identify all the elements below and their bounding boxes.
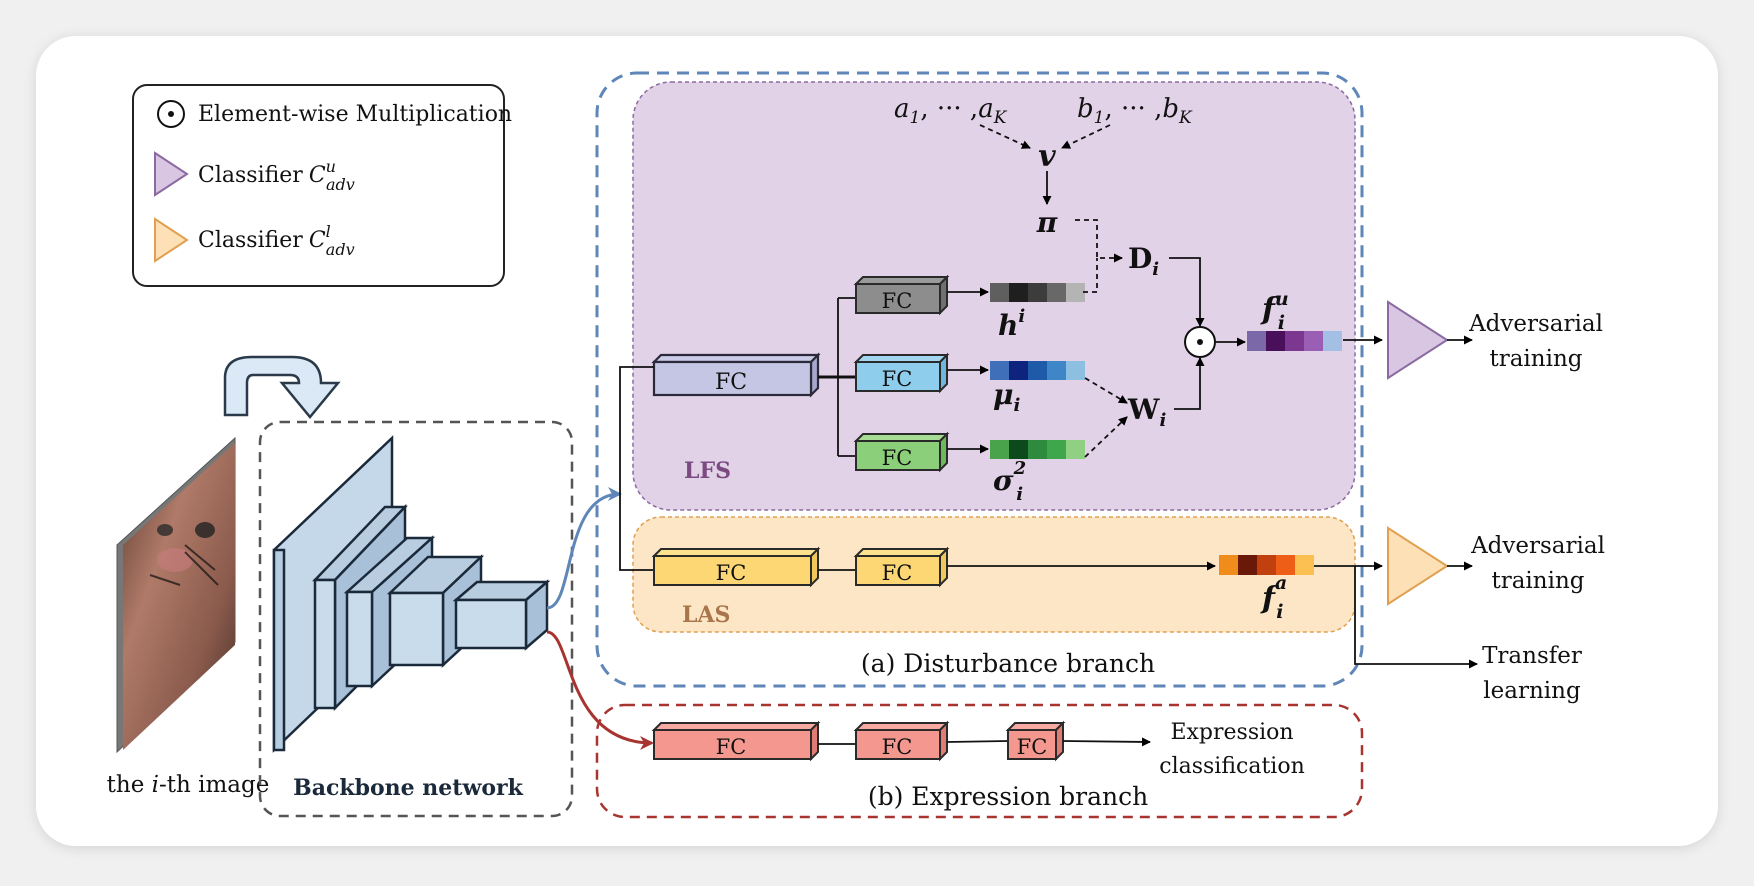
- legend-mult-label: Element-wise Multiplication: [198, 102, 512, 127]
- output-transfer-line2: learning: [1483, 678, 1581, 704]
- w-symbol: Wi: [1127, 393, 1166, 431]
- d-symbol: Di: [1128, 242, 1159, 280]
- curved-arrow-icon: [223, 355, 341, 419]
- mu-symbol: μi: [993, 378, 1021, 416]
- h-symbol: hi: [998, 306, 1025, 342]
- legend-box: [132, 84, 505, 287]
- vector-cell: [1066, 361, 1085, 380]
- disturbance-caption: (a) Disturbance branch: [861, 649, 1155, 678]
- expression-branch-box: [595, 703, 1364, 819]
- vector-cell: [1295, 555, 1314, 575]
- svg-text:FC: FC: [715, 370, 747, 395]
- purple-triangle-icon: [154, 151, 189, 197]
- output-adv-1-line1: Adversarial: [1468, 311, 1603, 337]
- vector-mu: [990, 361, 1085, 380]
- fc-las-2: FC: [853, 546, 950, 588]
- classifier-u-triangle: [1387, 300, 1449, 380]
- output-adv-2-line2: training: [1491, 568, 1584, 594]
- fc-expr-1: FC: [651, 720, 821, 762]
- vector-cell: [1247, 331, 1266, 351]
- fc-expr-2: FC: [853, 720, 950, 762]
- input-caption: the i-th image: [107, 772, 270, 798]
- classifier-l-triangle: [1387, 526, 1449, 606]
- vector-cell: [1285, 331, 1304, 351]
- vector-sigma: [990, 440, 1085, 459]
- las-label: LAS: [682, 602, 730, 628]
- svg-text:FC: FC: [882, 735, 913, 759]
- vector-cell: [1066, 283, 1085, 302]
- output-adv-1-line2: training: [1489, 346, 1582, 372]
- input-image: the i-th image: [107, 436, 270, 798]
- elementwise-mult-dot: [168, 111, 174, 117]
- vector-cell: [1276, 555, 1295, 575]
- vector-cell: [1266, 331, 1285, 351]
- vector-cell: [990, 440, 1009, 459]
- svg-text:FC: FC: [882, 367, 913, 391]
- vector-cell: [990, 361, 1009, 380]
- fc-green: FC: [853, 431, 950, 473]
- vector-cell: [1238, 555, 1257, 575]
- output-transfer-line1: Transfer: [1482, 643, 1582, 669]
- svg-text:FC: FC: [716, 735, 747, 759]
- orange-triangle-icon: [154, 217, 189, 263]
- vector-cell: [1009, 440, 1028, 459]
- lfs-label: LFS: [684, 458, 731, 484]
- face-photo: [123, 443, 235, 750]
- vector-cell: [1257, 555, 1276, 575]
- svg-text:FC: FC: [882, 289, 913, 313]
- svg-text:FC: FC: [882, 446, 913, 470]
- backbone-label: Backbone network: [293, 775, 524, 801]
- output-expr-line2: classification: [1159, 754, 1305, 779]
- disturbance-branch-box: [595, 71, 1364, 688]
- vector-cell: [1009, 361, 1028, 380]
- vector-cell: [1219, 555, 1238, 575]
- vector-cell: [1047, 361, 1066, 380]
- fc-grey: FC: [853, 274, 950, 316]
- vector-cell: [1047, 283, 1066, 302]
- vector-h: [990, 283, 1085, 302]
- vector-cell: [1028, 283, 1047, 302]
- output-adv-2-line1: Adversarial: [1470, 533, 1605, 559]
- fc-expr-3: FC: [1005, 720, 1066, 762]
- svg-text:FC: FC: [716, 561, 747, 585]
- fc-las-1: FC: [651, 546, 821, 588]
- a-sequence: a1, ··· ,aK: [894, 94, 1008, 128]
- connector-to-disturbance: [546, 487, 622, 610]
- backbone-box: [258, 420, 574, 818]
- pi-symbol: π: [1036, 206, 1058, 239]
- svg-text:FC: FC: [1017, 735, 1048, 759]
- backbone-network: Backbone network: [258, 420, 574, 818]
- svg-text:FC: FC: [882, 561, 913, 585]
- vector-fu: [1247, 331, 1342, 351]
- v-symbol: v: [1038, 139, 1056, 174]
- vector-fa: [1219, 555, 1314, 575]
- vector-cell: [1028, 361, 1047, 380]
- b-sequence: b1, ··· ,bK: [1077, 94, 1193, 128]
- connector-to-expression: [546, 630, 654, 750]
- vector-cell: [990, 283, 1009, 302]
- vector-cell: [1304, 331, 1323, 351]
- vector-cell: [1028, 440, 1047, 459]
- trunk-line: [619, 366, 654, 571]
- vector-cell: [1323, 331, 1342, 351]
- expression-caption: (b) Expression branch: [868, 782, 1148, 811]
- vector-cell: [1066, 440, 1085, 459]
- vector-cell: [1047, 440, 1066, 459]
- fc-main: FC: [651, 352, 821, 398]
- las-box: [632, 516, 1356, 633]
- vector-cell: [1009, 283, 1028, 302]
- fc-blue: FC: [853, 352, 950, 394]
- output-expr-line1: Expression: [1170, 720, 1293, 745]
